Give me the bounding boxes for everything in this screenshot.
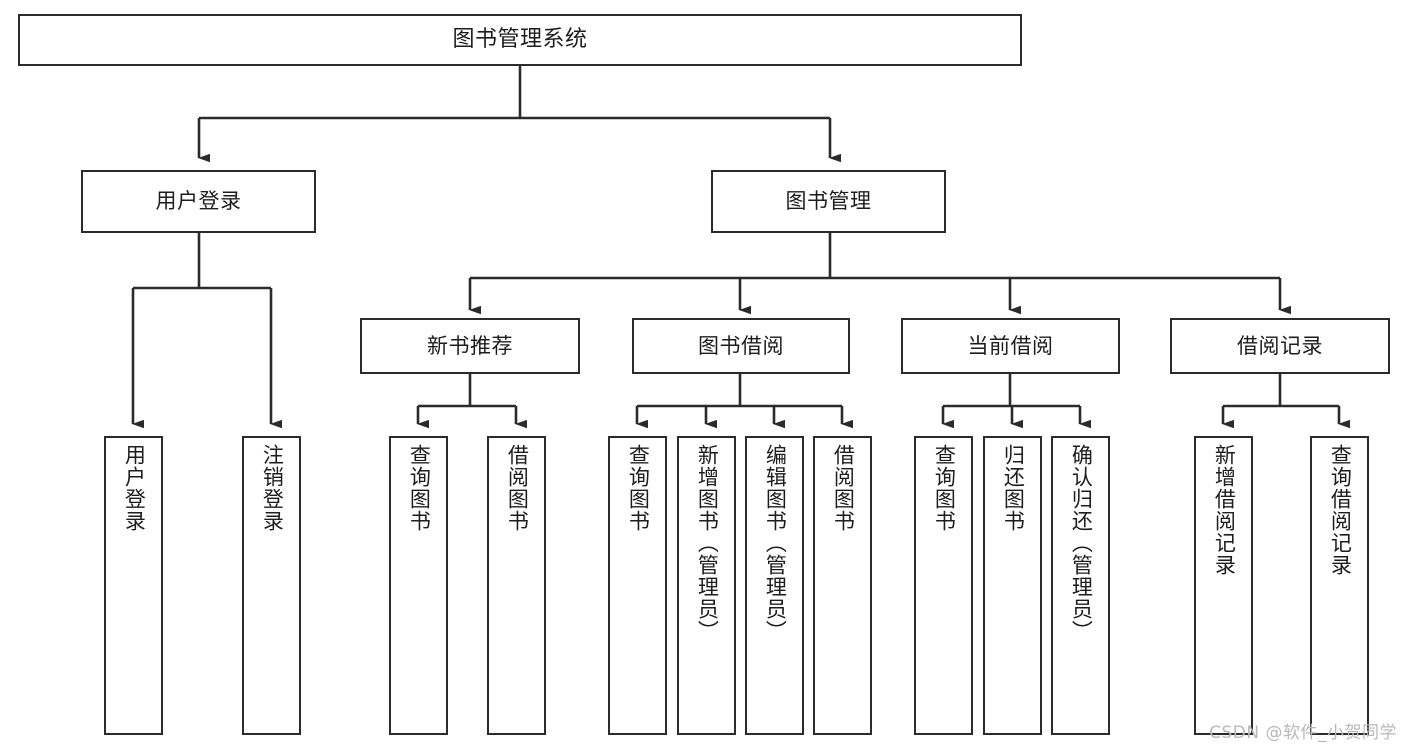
leaf-query-book-1[interactable]: 查询图书 [389, 436, 448, 735]
node-borrow-record-label: 借阅记录 [1237, 333, 1323, 358]
node-root-system-label: 图书管理系统 [452, 27, 588, 53]
leaf-add-book-label: 新增图书（管理员） [695, 444, 720, 642]
node-book-management[interactable]: 图书管理 [711, 170, 946, 233]
node-new-book-recommend[interactable]: 新书推荐 [360, 318, 580, 374]
csdn-watermark: CSDN @软件_小贺同学 [1209, 723, 1397, 743]
leaf-borrow-book-2-label: 借阅图书 [831, 444, 856, 532]
leaf-edit-book-label: 编辑图书（管理员） [763, 444, 788, 642]
leaf-return-book[interactable]: 归还图书 [983, 436, 1042, 735]
node-new-book-recommend-label: 新书推荐 [427, 333, 513, 358]
leaf-logout-label: 注销登录 [260, 444, 285, 532]
leaf-query-book-3-label: 查询图书 [932, 444, 957, 532]
node-book-borrow[interactable]: 图书借阅 [632, 318, 850, 374]
node-borrow-record[interactable]: 借阅记录 [1170, 318, 1390, 374]
node-root-system[interactable]: 图书管理系统 [18, 14, 1022, 66]
leaf-query-book-2-label: 查询图书 [626, 444, 651, 532]
node-book-management-label: 图书管理 [785, 189, 872, 214]
leaf-query-borrow-record[interactable]: 查询借阅记录 [1310, 436, 1369, 735]
leaf-query-book-2[interactable]: 查询图书 [608, 436, 667, 735]
leaf-query-borrow-record-label: 查询借阅记录 [1328, 444, 1353, 576]
leaf-edit-book[interactable]: 编辑图书（管理员） [745, 436, 804, 735]
node-user-login-label: 用户登录 [155, 189, 242, 214]
node-user-login[interactable]: 用户登录 [81, 170, 316, 233]
leaf-confirm-return[interactable]: 确认归还（管理员） [1051, 436, 1110, 735]
node-book-borrow-label: 图书借阅 [698, 333, 784, 358]
leaf-add-borrow-record[interactable]: 新增借阅记录 [1194, 436, 1253, 735]
leaf-user-login-label: 用户登录 [122, 444, 147, 532]
leaf-borrow-book-1[interactable]: 借阅图书 [487, 436, 546, 735]
node-current-borrow-label: 当前借阅 [967, 333, 1054, 358]
leaf-add-borrow-record-label: 新增借阅记录 [1212, 444, 1237, 576]
leaf-borrow-book-1-label: 借阅图书 [505, 444, 530, 532]
leaf-return-book-label: 归还图书 [1001, 444, 1026, 532]
leaf-add-book[interactable]: 新增图书（管理员） [677, 436, 736, 735]
leaf-borrow-book-2[interactable]: 借阅图书 [813, 436, 872, 735]
leaf-query-book-1-label: 查询图书 [407, 444, 432, 532]
leaf-logout[interactable]: 注销登录 [242, 436, 301, 735]
leaf-confirm-return-label: 确认归还（管理员） [1069, 444, 1094, 642]
leaf-user-login[interactable]: 用户登录 [104, 436, 163, 735]
leaf-query-book-3[interactable]: 查询图书 [914, 436, 973, 735]
node-current-borrow[interactable]: 当前借阅 [901, 318, 1120, 374]
